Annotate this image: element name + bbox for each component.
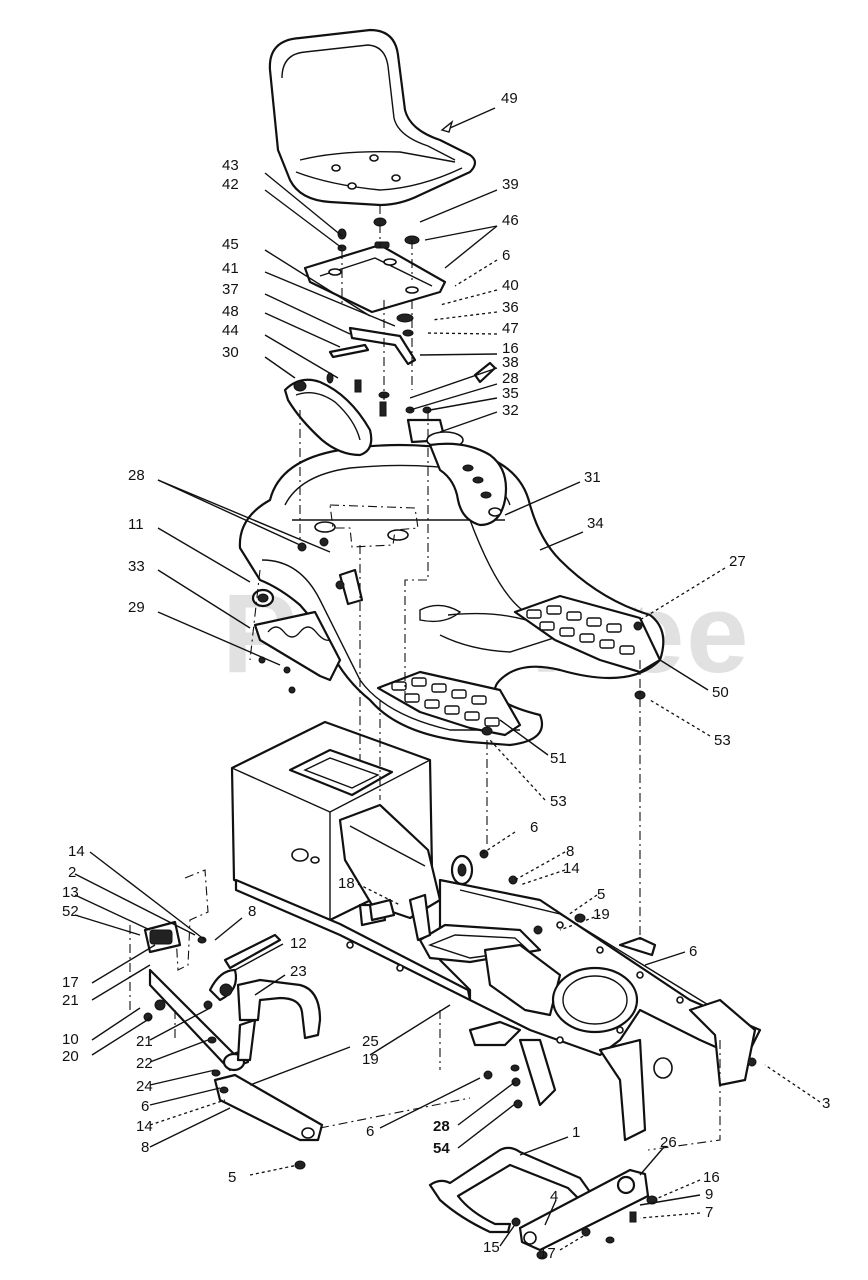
callout-label: 28: [433, 1118, 450, 1135]
callout-label: 5: [597, 886, 605, 903]
callout-label: 11: [128, 516, 144, 533]
knob-and-shift-plate: [251, 568, 364, 682]
callout-label: 34: [587, 515, 604, 532]
callout-label: 14: [68, 843, 85, 860]
callout-leaders: [74, 107, 821, 1251]
callout-label: 24: [136, 1078, 153, 1095]
callout-label: 2: [68, 864, 76, 881]
callout-label: 14: [136, 1118, 153, 1135]
fender-right-console: [428, 442, 508, 527]
callout-label: 41: [222, 260, 239, 277]
callout-label: 5: [228, 1169, 236, 1186]
callout-label: 25: [362, 1033, 379, 1050]
footrest-mat-left: [376, 670, 522, 737]
callout-label: 9: [705, 1186, 713, 1203]
callout-label: 54: [433, 1140, 450, 1157]
callout-label: 13: [62, 884, 79, 901]
callout-label: 14: [563, 860, 580, 877]
callout-label: 32: [502, 402, 519, 419]
callout-label: 6: [502, 247, 510, 264]
callout-label: 22: [136, 1055, 153, 1072]
callout-label: 16: [703, 1169, 720, 1186]
callout-label: 47: [502, 320, 519, 337]
callout-label: 20: [62, 1048, 79, 1065]
callout-label: 35: [502, 385, 519, 402]
callout-label: 8: [248, 903, 256, 920]
callout-label: 28: [128, 467, 145, 484]
callout-label: 44: [222, 322, 239, 339]
callout-label: 8: [566, 843, 574, 860]
callout-label: 1: [572, 1124, 580, 1141]
callout-label: 27: [729, 553, 746, 570]
callout-label: 21: [62, 992, 79, 1009]
callout-label: 21: [136, 1033, 153, 1050]
callout-label: 51: [550, 750, 567, 767]
callout-label: 18: [338, 875, 355, 892]
callout-labels: 49 43 42 39 46 45 6 41 40 37 36 48 47 44…: [62, 90, 830, 1262]
callout-label: 19: [362, 1051, 379, 1068]
callout-label: 17: [62, 974, 79, 991]
callout-label: 29: [128, 599, 145, 616]
brake-pedal-linkage: [143, 869, 432, 1170]
callout-label: 48: [222, 303, 239, 320]
callout-label: 33: [128, 558, 145, 575]
callout-label: 49: [501, 90, 518, 107]
assembly-lines: [129, 205, 721, 1151]
callout-label: 6: [141, 1098, 149, 1115]
callout-label: 31: [584, 469, 601, 486]
callout-label: 16: [502, 340, 519, 357]
callout-label: 42: [222, 176, 239, 193]
callout-label: 50: [712, 684, 729, 701]
callout-label: 4: [550, 1188, 558, 1205]
callout-label: 30: [222, 344, 239, 361]
front-axle-linkage: [428, 1146, 658, 1260]
callout-label: 17: [539, 1245, 556, 1262]
callout-label: 15: [483, 1239, 500, 1256]
callout-label: 3: [822, 1095, 830, 1112]
callout-label: 52: [62, 903, 79, 920]
seat-adjust-hardware: [326, 228, 497, 444]
callout-label: 43: [222, 157, 239, 174]
console-panel: [283, 378, 373, 457]
callout-label: 7: [705, 1204, 713, 1221]
callout-label: 8: [141, 1139, 149, 1156]
callout-label: 26: [660, 1134, 677, 1151]
callout-label: 39: [502, 176, 519, 193]
callout-label: 23: [290, 963, 307, 980]
callout-label: 37: [222, 281, 239, 298]
callout-label: 12: [290, 935, 307, 952]
footrest-mat-right: [513, 594, 662, 674]
callout-label: 53: [550, 793, 567, 810]
callout-label: 53: [714, 732, 731, 749]
callout-label: 6: [530, 819, 538, 836]
callout-label: 38: [502, 354, 519, 371]
callout-label: 45: [222, 236, 239, 253]
callout-label: 46: [502, 212, 519, 229]
callout-label: 6: [689, 943, 697, 960]
callout-label: 10: [62, 1031, 79, 1048]
callout-label: 6: [366, 1123, 374, 1140]
callout-label: 19: [593, 906, 610, 923]
callout-label: 40: [502, 277, 519, 294]
callout-label: 36: [502, 299, 519, 316]
seat: [268, 28, 477, 207]
main-frame: [234, 878, 762, 1142]
hardware: [203, 537, 757, 1109]
callout-label: 28: [502, 370, 519, 387]
